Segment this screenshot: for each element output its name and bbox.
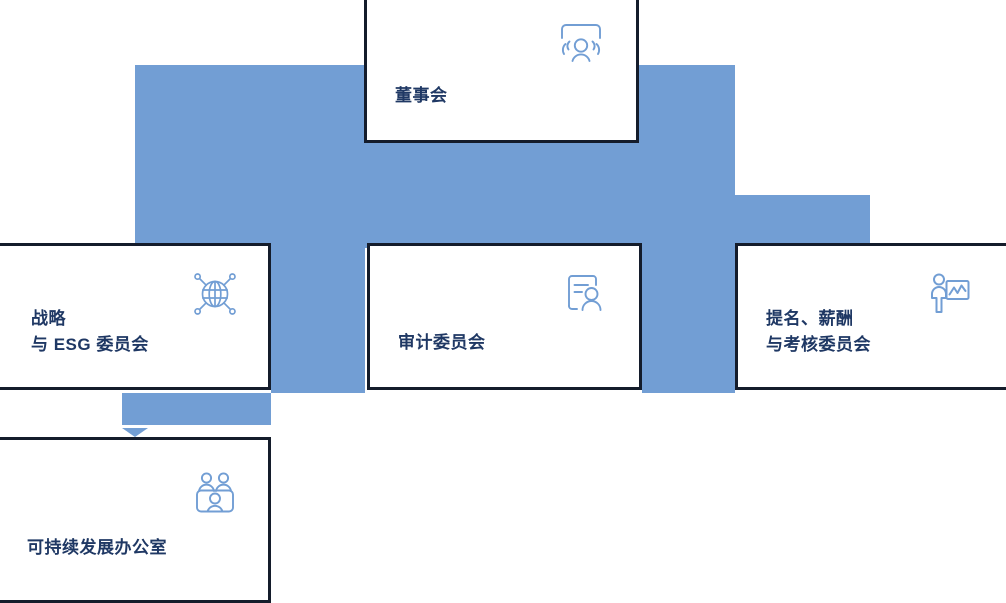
globe-network-icon: [189, 268, 241, 320]
node-label-sustainability: 可持续发展办公室: [27, 538, 167, 557]
node-card-sustainability[interactable]: 可持续发展办公室: [0, 437, 271, 603]
team-group-icon: [189, 468, 241, 520]
node-label-audit: 审计委员会: [398, 333, 486, 352]
boardroom-people-icon: [555, 19, 607, 71]
presenter-chart-icon: [924, 268, 976, 320]
node-card-nomination[interactable]: 提名、薪酬 与考核委员会: [735, 243, 1006, 390]
node-label-nomination: 提名、薪酬 与考核委员会: [766, 309, 871, 355]
connector-sustainability-stub: [122, 393, 271, 425]
node-label-board: 董事会: [395, 86, 448, 105]
connector-strategy-drop: [271, 248, 365, 393]
node-card-strategy[interactable]: 战略 与 ESG 委员会: [0, 243, 271, 390]
node-card-board[interactable]: 董事会: [364, 0, 639, 143]
node-card-audit[interactable]: 审计委员会: [367, 243, 642, 390]
connector-arrowhead-icon: [122, 428, 148, 437]
document-person-icon: [558, 268, 610, 320]
node-label-strategy: 战略 与 ESG 委员会: [31, 309, 149, 355]
connector-audit-drop: [642, 248, 735, 393]
connector-nomination-arm: [735, 195, 870, 248]
